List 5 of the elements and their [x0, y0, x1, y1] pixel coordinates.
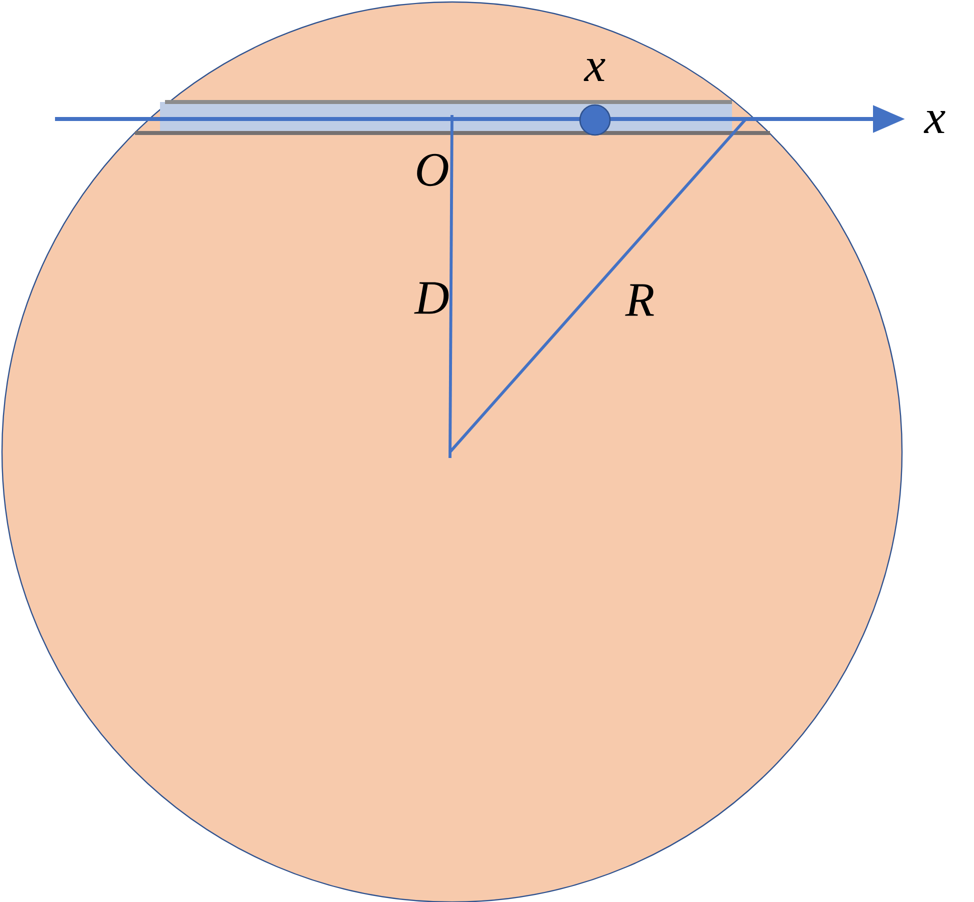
math-label: O	[417, 154, 448, 186]
math-label: D	[414, 282, 449, 314]
math-label: x	[924, 111, 946, 133]
math-label: x	[584, 59, 606, 81]
math-label: R	[625, 284, 654, 316]
